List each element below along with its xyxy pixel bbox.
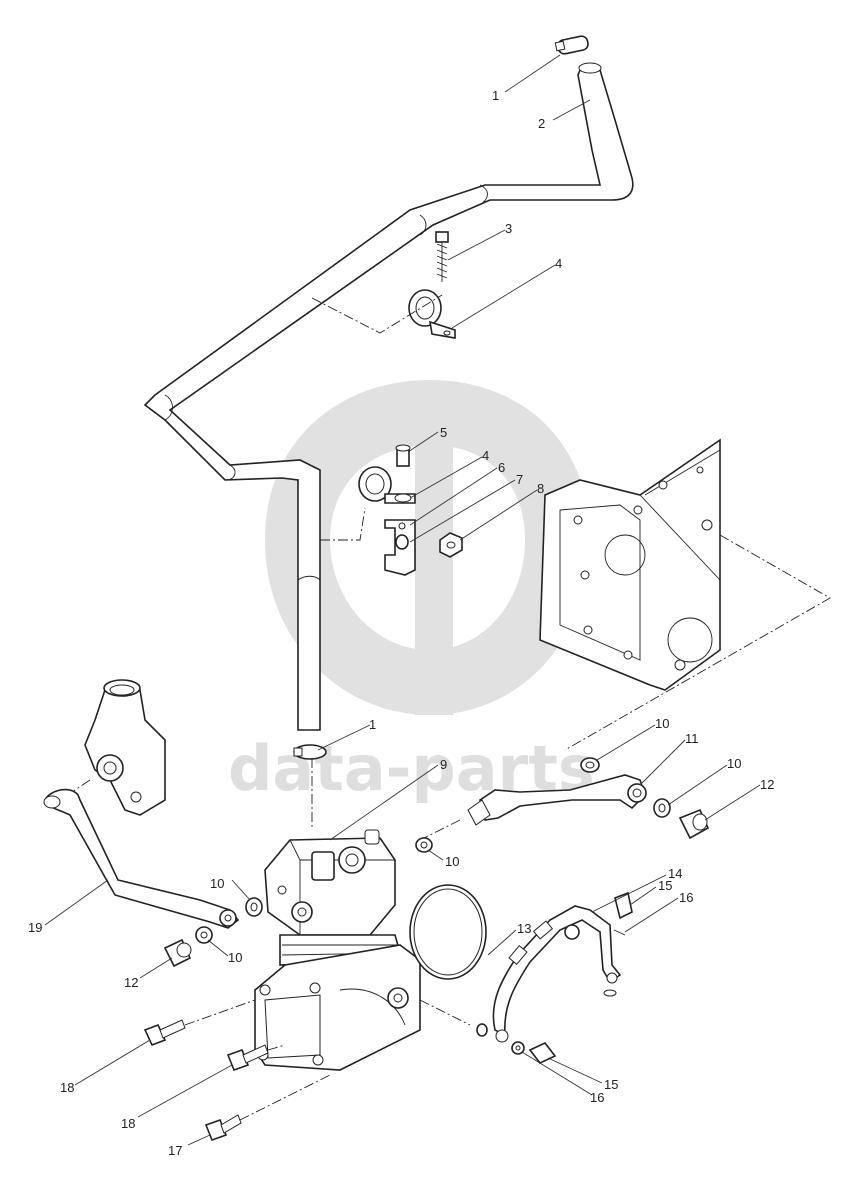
- callout-16: 16: [590, 1090, 604, 1105]
- callout-11: 11: [685, 731, 699, 746]
- hose-clamp-top: [554, 35, 589, 55]
- air-compressor: [254, 829, 421, 1071]
- callout-10: 10: [727, 756, 741, 771]
- oil-pipe-14: [492, 905, 622, 1043]
- callout-9: 9: [440, 757, 447, 772]
- water-pump-housing: [59, 679, 166, 816]
- callout-4: 4: [482, 448, 489, 463]
- hose-clamp-lower: [293, 744, 327, 830]
- mounting-bolts: [143, 999, 331, 1142]
- engine-housing: [539, 438, 831, 751]
- callout-12: 12: [760, 777, 774, 792]
- callout-15: 15: [658, 878, 672, 893]
- o-ring-gasket: [409, 884, 487, 980]
- watermark-logo-bar: [415, 440, 453, 715]
- watermark-logo-shape: [265, 380, 590, 715]
- callout-14: 14: [668, 866, 682, 881]
- leader-lines: [44, 54, 761, 1146]
- callout-16: 16: [679, 890, 693, 905]
- callout-12: 12: [124, 975, 138, 990]
- callout-17: 17: [168, 1143, 182, 1158]
- callout-5: 5: [440, 425, 447, 440]
- callout-3: 3: [505, 221, 512, 236]
- sealing-washers: [195, 757, 671, 944]
- breather-hose: [143, 62, 634, 731]
- callout-7: 7: [516, 472, 523, 487]
- callout-10: 10: [228, 950, 242, 965]
- callout-6: 6: [498, 460, 505, 475]
- callout-labels: 1 2 3 4 5 4 6 7 8 1 9 10 11 10 12 10 10 …: [28, 88, 774, 1158]
- callout-8: 8: [537, 481, 544, 496]
- callout-13: 13: [517, 921, 531, 936]
- banjo-bolts-12: [163, 808, 710, 968]
- callout-1: 1: [369, 717, 376, 732]
- callout-19: 19: [28, 920, 42, 935]
- callout-10: 10: [655, 716, 669, 731]
- callout-18: 18: [60, 1080, 74, 1095]
- callout-10: 10: [445, 854, 459, 869]
- watermark: data-parts: [228, 380, 595, 805]
- callout-1: 1: [492, 88, 499, 103]
- pipe-fittings: [419, 891, 633, 1064]
- callout-4: 4: [555, 256, 562, 271]
- callout-15: 15: [604, 1077, 618, 1092]
- callout-2: 2: [538, 116, 545, 131]
- bolt-3: [435, 231, 449, 282]
- coolant-pipe-11: [419, 774, 647, 841]
- p-clamp-upper: [408, 289, 456, 339]
- bracket-assembly: [320, 444, 463, 576]
- callout-10: 10: [210, 876, 224, 891]
- callout-18: 18: [121, 1116, 135, 1131]
- coolant-pipe-19: [43, 788, 240, 929]
